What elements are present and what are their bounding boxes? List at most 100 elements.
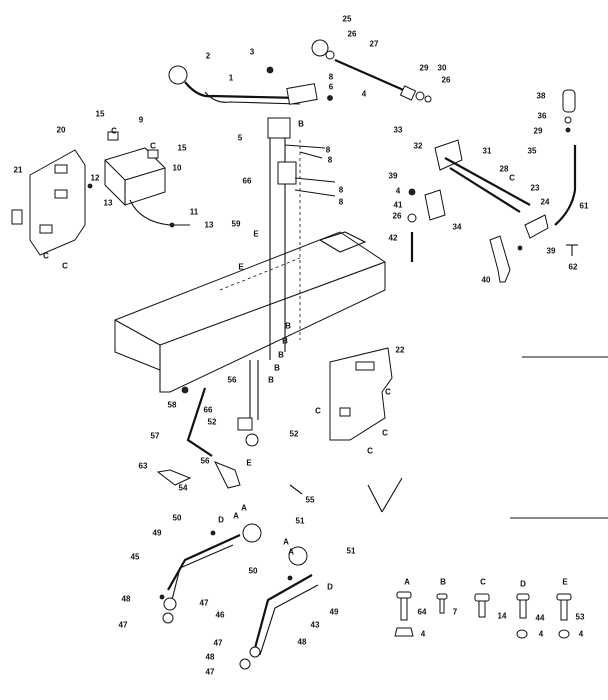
callout-label: 20 — [56, 125, 66, 135]
callout-label: B — [274, 363, 280, 373]
callout-label: 34 — [452, 222, 462, 232]
callout-label: 54 — [178, 483, 188, 493]
callout-label: A — [288, 547, 294, 557]
callout-label: E — [246, 458, 252, 468]
callout-label: 15 — [95, 109, 105, 119]
callout-label: 61 — [579, 201, 589, 211]
legend-header: C — [480, 577, 486, 587]
callout-label: 40 — [481, 275, 491, 285]
callout-label: 26 — [392, 211, 402, 221]
legend-number: 64 — [417, 607, 427, 617]
callout-label: 30 — [437, 63, 447, 73]
callout-label: 43 — [310, 620, 320, 630]
callout-label: E — [253, 229, 259, 239]
callout-label: C — [111, 126, 117, 136]
speed-rod — [311, 39, 432, 103]
callout-label: 1 — [228, 73, 234, 83]
callout-label: 21 — [13, 165, 23, 175]
callout-label: 6 — [328, 82, 334, 92]
pedal-arms — [159, 523, 319, 670]
callout-label: A — [233, 511, 239, 521]
callout-label: 49 — [329, 607, 339, 617]
callout-label: B — [298, 119, 304, 129]
callout-label: 56 — [200, 456, 210, 466]
callout-label: 15 — [177, 143, 187, 153]
callout-label: C — [509, 173, 515, 183]
callout-label: 47 — [118, 620, 128, 630]
legend-header: E — [562, 577, 568, 587]
callout-label: 8 — [328, 72, 334, 82]
callout-label: C — [43, 251, 49, 261]
callout-label: C — [62, 261, 68, 271]
callout-label: B — [278, 350, 284, 360]
callout-label: 62 — [568, 262, 578, 272]
callout-label: 11 — [189, 207, 199, 217]
legend-header: B — [440, 577, 446, 587]
legend-washer: 4 — [538, 629, 544, 639]
right-shaft-assembly — [407, 89, 578, 283]
callout-label: 48 — [205, 652, 215, 662]
callout-label: 27 — [369, 39, 379, 49]
legend-header: D — [520, 579, 526, 589]
callout-label: 25 — [342, 14, 352, 24]
callout-label: 28 — [499, 164, 509, 174]
legend-header: A — [404, 577, 410, 587]
callout-label: 26 — [347, 29, 357, 39]
callout-label: 24 — [540, 197, 550, 207]
callout-label: B — [282, 336, 288, 346]
callout-label: 13 — [103, 198, 113, 208]
callout-label: 42 — [388, 233, 398, 243]
callout-label: 39 — [546, 246, 556, 256]
callout-label: 63 — [138, 461, 148, 471]
callout-label: 38 — [536, 91, 546, 101]
callout-label: 46 — [215, 610, 225, 620]
callout-label: C — [385, 387, 391, 397]
callout-label: 36 — [537, 111, 547, 121]
callout-label: 47 — [213, 638, 223, 648]
callout-label: 59 — [231, 219, 241, 229]
callout-label: 13 — [204, 220, 214, 230]
callout-label: 35 — [527, 146, 537, 156]
control-bracket — [104, 131, 190, 228]
callout-label: 8 — [338, 197, 344, 207]
callout-label: 9 — [138, 115, 144, 125]
callout-label: 39 — [388, 171, 398, 181]
callout-label: 10 — [172, 163, 182, 173]
callout-label: 51 — [346, 546, 356, 556]
callout-label: 45 — [130, 552, 140, 562]
legend-washer: 4 — [578, 629, 584, 639]
callout-label: 33 — [393, 125, 403, 135]
callout-label: A — [283, 537, 289, 547]
lower-linkage — [156, 360, 403, 513]
hardware-legend — [394, 591, 572, 639]
callout-label: 57 — [150, 431, 160, 441]
callout-label: C — [150, 141, 156, 151]
hand-lever — [168, 65, 333, 105]
callout-label: 8 — [327, 155, 333, 165]
legend-washer: 4 — [420, 629, 426, 639]
main-frame — [114, 231, 386, 393]
callout-label: 8 — [325, 145, 331, 155]
callout-label: 48 — [297, 637, 307, 647]
callout-label: E — [238, 262, 244, 272]
legend-number: 44 — [535, 613, 545, 623]
callout-label: 4 — [361, 89, 367, 99]
callout-label: 32 — [413, 141, 423, 151]
callout-label: 51 — [295, 516, 305, 526]
callout-label: 47 — [205, 667, 215, 677]
callout-label: 58 — [167, 400, 177, 410]
callout-label: 50 — [248, 566, 258, 576]
callout-label: 49 — [152, 528, 162, 538]
legend-number: 14 — [497, 611, 507, 621]
callout-label: 66 — [242, 176, 252, 186]
callout-label: 47 — [199, 598, 209, 608]
callout-label: 52 — [207, 417, 217, 427]
left-plate — [11, 149, 93, 256]
legend-number: 7 — [452, 607, 458, 617]
callout-label: C — [367, 446, 373, 456]
callout-label: 4 — [395, 186, 401, 196]
callout-label: A — [241, 503, 247, 513]
callout-label: 52 — [289, 429, 299, 439]
callout-label: 2 — [205, 51, 211, 61]
callout-label: 66 — [203, 405, 213, 415]
